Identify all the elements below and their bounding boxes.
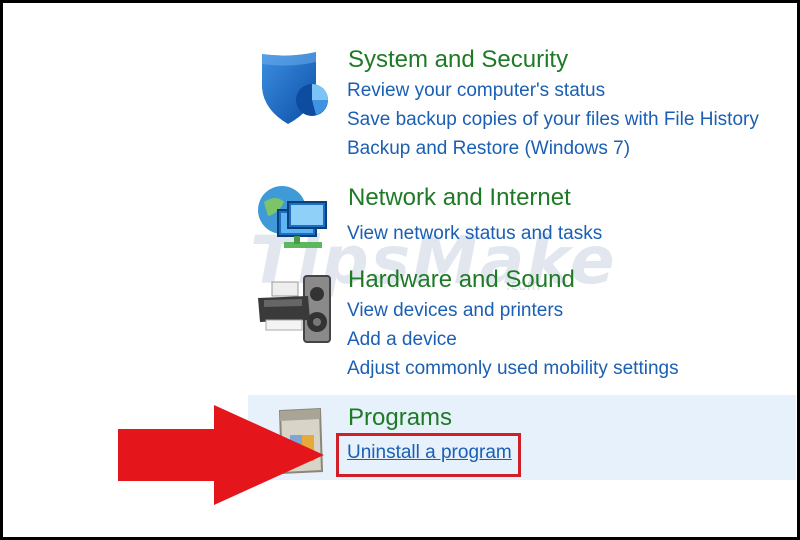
highlight-box bbox=[336, 433, 521, 477]
category-programs: Programs Uninstall a program bbox=[248, 395, 796, 480]
watermark-suffix: .com bbox=[506, 278, 541, 294]
category-title-system-and-security[interactable]: System and Security bbox=[348, 46, 569, 73]
category-title-network-and-internet[interactable]: Network and Internet bbox=[348, 184, 571, 211]
link-uninstall-a-program[interactable]: Uninstall a program bbox=[347, 442, 512, 463]
link-backup-and-restore[interactable]: Backup and Restore (Windows 7) bbox=[347, 138, 631, 159]
link-review-computer-status[interactable]: Review your computer's status bbox=[347, 80, 606, 101]
category-title-programs[interactable]: Programs bbox=[348, 404, 453, 431]
category-hardware-and-sound: Hardware and Sound View devices and prin… bbox=[248, 258, 796, 388]
network-globe-icon[interactable] bbox=[254, 180, 334, 260]
red-arrow-annotation bbox=[118, 405, 324, 505]
category-system-and-security: System and Security Review your computer… bbox=[248, 40, 796, 180]
link-add-a-device[interactable]: Add a device bbox=[347, 329, 457, 350]
link-view-network-status[interactable]: View network status and tasks bbox=[347, 223, 603, 244]
link-view-devices-printers[interactable]: View devices and printers bbox=[347, 300, 564, 321]
shield-icon[interactable] bbox=[254, 48, 334, 128]
category-title-hardware-and-sound[interactable]: Hardware and Sound bbox=[348, 266, 575, 293]
link-adjust-mobility-settings[interactable]: Adjust commonly used mobility settings bbox=[347, 358, 679, 379]
printer-speaker-icon[interactable] bbox=[254, 266, 334, 346]
category-network-and-internet: Network and Internet View network status… bbox=[248, 178, 796, 258]
link-save-backup-file-history[interactable]: Save backup copies of your files with Fi… bbox=[347, 109, 759, 130]
